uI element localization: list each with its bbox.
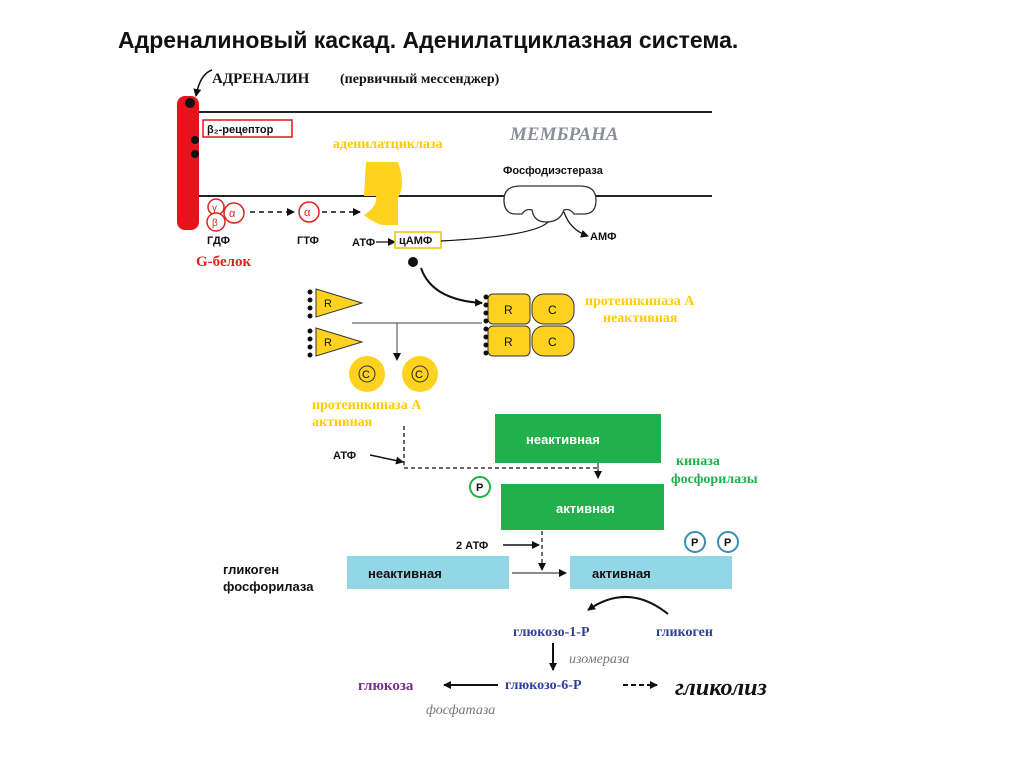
receptor-label: β₂-рецептор [207, 124, 274, 136]
glucose-1p-label: глюкозо-1-Р [513, 625, 590, 640]
pka-inactive-label-1: протеинкиназа А [585, 294, 695, 309]
phosphorylase-inactive-box [347, 556, 509, 589]
g-alpha-active-label: α [304, 207, 311, 219]
active-c-1-label: C [362, 369, 370, 381]
pka-r-1 [487, 293, 531, 325]
pde-to-amp-arrow [563, 211, 589, 238]
glycogen-label: гликоген [656, 625, 713, 640]
camp-to-pde-line [440, 221, 549, 242]
adrenaline-dot [185, 98, 195, 108]
camp-dot [408, 257, 418, 267]
adenylate-cyclase-label: аденилатциклаза [333, 137, 442, 152]
phosphatase-label: фосфатаза [426, 703, 495, 718]
membrane-label: МЕМБРАНА [509, 124, 619, 145]
adrenaline-arrow [193, 69, 213, 97]
camp-label: цАМФ [399, 235, 432, 247]
pka-c-2 [531, 325, 575, 357]
isomerase-label: изомераза [569, 652, 629, 667]
amp-label: АМФ [590, 231, 617, 243]
receptor-label-box [202, 119, 293, 138]
kinase-active-label: активная [556, 501, 615, 516]
phosphodiesterase-label: Фосфодиэстераза [503, 165, 604, 177]
phosphorylase-phosphate-2-label: P [724, 537, 731, 549]
pka-r-2-label: R [504, 335, 513, 349]
glycogen-phosphorylase-label-2: фосфорилаза [223, 579, 314, 594]
camp-to-pka-arrow [420, 267, 483, 307]
glycogen-to-g1p-arrow [587, 596, 669, 615]
phosphorylase-phosphate-1-label: P [691, 537, 698, 549]
active-c-subunit-1 [349, 356, 385, 392]
kinase-inactive-box [495, 414, 661, 463]
g-protein-alpha [223, 202, 245, 224]
glucose-label: глюкоза [358, 678, 414, 694]
receptor-dot [191, 150, 199, 158]
active-c-subunit-2 [402, 356, 438, 392]
camp-box [394, 231, 442, 249]
g-protein-beta-label: β [212, 218, 218, 229]
pka-r-2 [487, 325, 531, 357]
gtp-label: ГТФ [297, 235, 319, 247]
atp-label: АТФ [352, 237, 375, 249]
adenylate-cyclase-shape [364, 162, 402, 225]
glycolysis-label: гликолиз [675, 675, 767, 701]
phosphorylase-phosphate-1 [684, 531, 706, 553]
g-protein-beta [206, 212, 226, 232]
phosphorylase-inactive-label: неактивная [368, 566, 442, 581]
pka-active-label-1: протеинкиназа А [312, 398, 422, 413]
pka-camp-dots [483, 294, 489, 356]
kinase-label-2: фосфорилазы [671, 472, 758, 487]
adrenaline-label: АДРЕНАЛИН [212, 71, 310, 87]
phosphorylase-active-label: активная [592, 566, 651, 581]
glycogen-phosphorylase-label-1: гликоген [223, 562, 279, 577]
released-r-2-label: R [324, 337, 332, 349]
pka-c-1-label: C [548, 303, 557, 317]
released-r-subunit-1 [307, 288, 364, 319]
kinase-phosphate [469, 476, 491, 498]
g-protein-alpha-label: α [229, 208, 236, 220]
released-r-subunit-2 [307, 327, 364, 358]
pka-inactive-label-2: неактивная [603, 311, 678, 326]
released-r-1-label: R [324, 298, 332, 310]
g-protein-gamma-label: γ [212, 203, 217, 214]
atp-label-2: АТФ [333, 450, 356, 462]
g-alpha-active [298, 201, 320, 223]
pka-c-2-label: C [548, 335, 557, 349]
atp-2-arrow [369, 454, 404, 465]
phosphorylase-phosphate-2 [717, 531, 739, 553]
kinase-phosphate-label: P [476, 482, 483, 494]
pka-c-1 [531, 293, 575, 325]
receptor-bar [177, 96, 199, 230]
kinase-label-1: киназа [676, 454, 720, 469]
g-protein-label: G-белок [196, 254, 252, 270]
phosphodiesterase-shape [503, 185, 597, 223]
page-title: Адреналиновый каскад. Аденилатциклазная … [118, 27, 738, 53]
active-c-2-label: C [415, 369, 423, 381]
two-atp-label: 2 АТФ [456, 540, 488, 552]
phosphorylase-active-box [570, 556, 732, 589]
kinase-active-box [501, 484, 664, 530]
pka-r-1-label: R [504, 303, 513, 317]
adrenaline-note: (первичный мессенджер) [340, 72, 500, 87]
gdp-label: ГДФ [207, 235, 230, 247]
glucose-6p-label: глюкозо-6-Р [505, 678, 582, 693]
kinase-inactive-label: неактивная [526, 432, 600, 447]
receptor-dot [191, 136, 199, 144]
pka-active-label-2: активная [312, 415, 373, 430]
